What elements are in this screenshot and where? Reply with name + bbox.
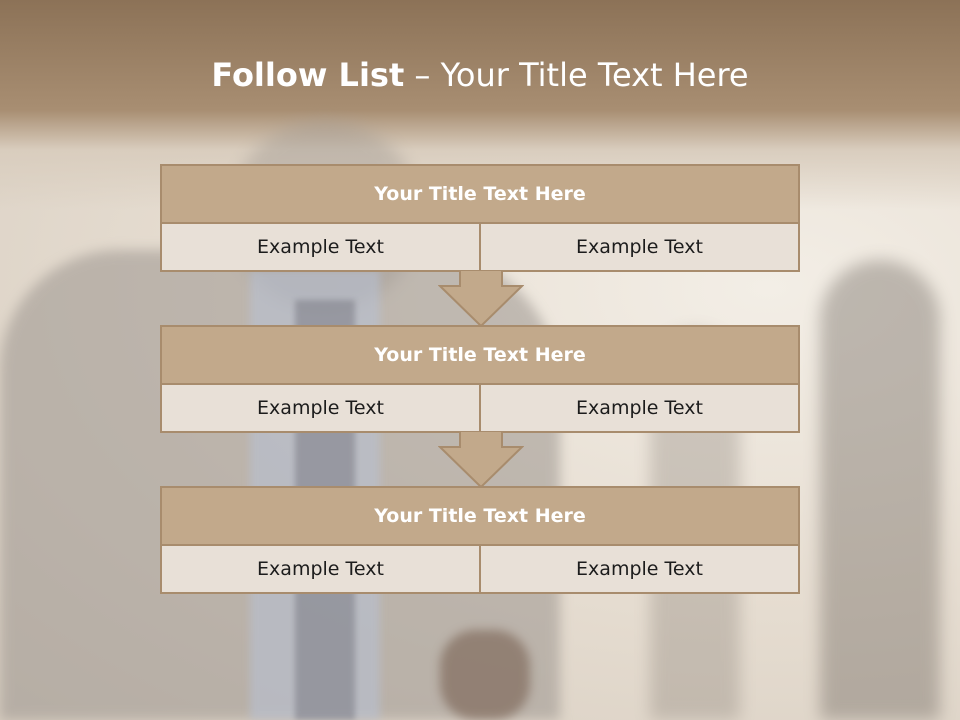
step-body: Example Text Example Text (162, 546, 798, 592)
step-body: Example Text Example Text (162, 385, 798, 431)
down-arrow-icon (438, 270, 524, 326)
step-block-2: Your Title Text Here Example Text Exampl… (160, 325, 800, 433)
step-title: Your Title Text Here (162, 327, 798, 385)
businessman-hand (440, 630, 530, 720)
step-block-1: Your Title Text Here Example Text Exampl… (160, 164, 800, 272)
step-title: Your Title Text Here (162, 166, 798, 224)
step-text-left: Example Text (162, 385, 479, 431)
slide-title-bold: Follow List (211, 56, 405, 94)
step-title: Your Title Text Here (162, 488, 798, 546)
slide-title: Follow List – Your Title Text Here (0, 55, 960, 95)
step-body: Example Text Example Text (162, 224, 798, 270)
slide-title-rest: – Your Title Text Here (404, 56, 749, 94)
step-text-right: Example Text (479, 385, 798, 431)
down-arrow-icon (438, 431, 524, 487)
step-text-left: Example Text (162, 546, 479, 592)
step-text-right: Example Text (479, 224, 798, 270)
step-block-3: Your Title Text Here Example Text Exampl… (160, 486, 800, 594)
step-text-right: Example Text (479, 546, 798, 592)
step-text-left: Example Text (162, 224, 479, 270)
background-person (820, 260, 940, 720)
